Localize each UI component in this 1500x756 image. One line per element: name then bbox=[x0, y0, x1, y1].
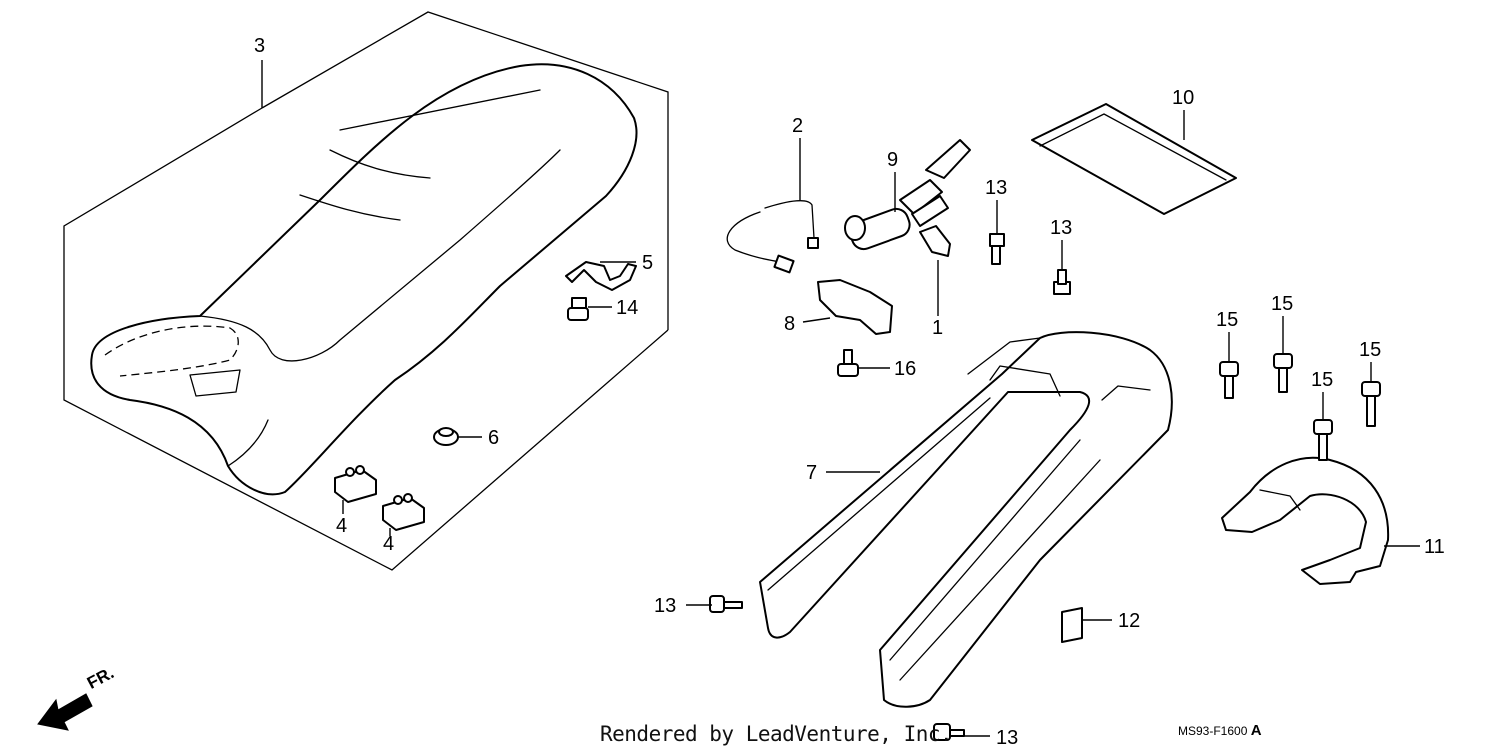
key-lock-drawing bbox=[844, 139, 971, 251]
callout-15-b: 15 bbox=[1271, 293, 1293, 315]
callout-labels: 3 2 9 10 13 13 5 14 8 1 16 6 4 4 7 13 12… bbox=[254, 35, 1445, 749]
callout-13-a: 13 bbox=[985, 177, 1007, 199]
callout-15-a: 15 bbox=[1216, 309, 1238, 331]
callout-13-c: 13 bbox=[654, 595, 676, 617]
bolt-15c-drawing bbox=[1313, 419, 1333, 461]
callout-4-b: 4 bbox=[383, 533, 394, 555]
callout-3: 3 bbox=[254, 35, 265, 57]
seat-group-box bbox=[63, 11, 669, 571]
callout-14: 14 bbox=[616, 297, 638, 319]
callout-12: 12 bbox=[1118, 610, 1140, 632]
rear-cowl-drawing bbox=[759, 331, 1173, 708]
seat-lock-clip-drawing bbox=[919, 225, 951, 257]
grab-rail-drawing bbox=[1221, 456, 1390, 585]
diagram-code: MS93-F1600 A bbox=[1178, 722, 1262, 739]
bolt-15a-drawing bbox=[1219, 361, 1239, 399]
callout-16: 16 bbox=[894, 358, 916, 380]
diagram-code-suffix: A bbox=[1250, 722, 1262, 739]
render-credit: Rendered by LeadVenture, Inc. bbox=[600, 722, 953, 746]
bolt-14-drawing bbox=[567, 297, 589, 321]
cushion-block-drawing-b bbox=[382, 493, 425, 531]
seat-catch-drawing bbox=[817, 279, 893, 335]
seat-bracket-drawing bbox=[565, 261, 637, 291]
tool-bag-sheet-drawing bbox=[1031, 103, 1237, 215]
callout-11: 11 bbox=[1424, 536, 1445, 558]
bolt-15b-drawing bbox=[1273, 353, 1293, 393]
label-12-drawing bbox=[1061, 607, 1083, 643]
callout-9: 9 bbox=[887, 149, 898, 171]
diagram-code-text: MS93-F1600 bbox=[1178, 724, 1248, 738]
seat-drawing bbox=[90, 63, 638, 496]
callout-15-c: 15 bbox=[1311, 369, 1333, 391]
bolt-13b-drawing bbox=[1053, 269, 1071, 295]
bolt-15d-drawing bbox=[1361, 381, 1381, 427]
callout-6: 7 bbox=[806, 462, 817, 484]
callout-10: 10 bbox=[1172, 87, 1194, 109]
callout-2: 2 bbox=[792, 115, 803, 137]
callout-4-a: 4 bbox=[336, 515, 347, 537]
bolt-16-drawing bbox=[837, 349, 859, 377]
callout-1: 1 bbox=[932, 317, 943, 339]
cable-drawing bbox=[726, 200, 819, 274]
callout-7: 6 bbox=[488, 427, 499, 449]
callout-13-b: 13 bbox=[1050, 217, 1072, 239]
cushion-block-drawing-a bbox=[334, 465, 377, 503]
callout-8: 8 bbox=[784, 313, 795, 335]
bolt-13c-drawing bbox=[709, 595, 743, 613]
leader-lines bbox=[261, 60, 1420, 737]
bolt-13a-drawing bbox=[989, 233, 1005, 265]
callout-15-d: 15 bbox=[1359, 339, 1381, 361]
front-arrow-icon bbox=[37, 693, 93, 731]
callout-5: 5 bbox=[642, 252, 653, 274]
bolt-13d-drawing bbox=[933, 723, 965, 741]
callout-13-d: 13 bbox=[996, 727, 1018, 749]
nut-drawing bbox=[433, 427, 459, 446]
